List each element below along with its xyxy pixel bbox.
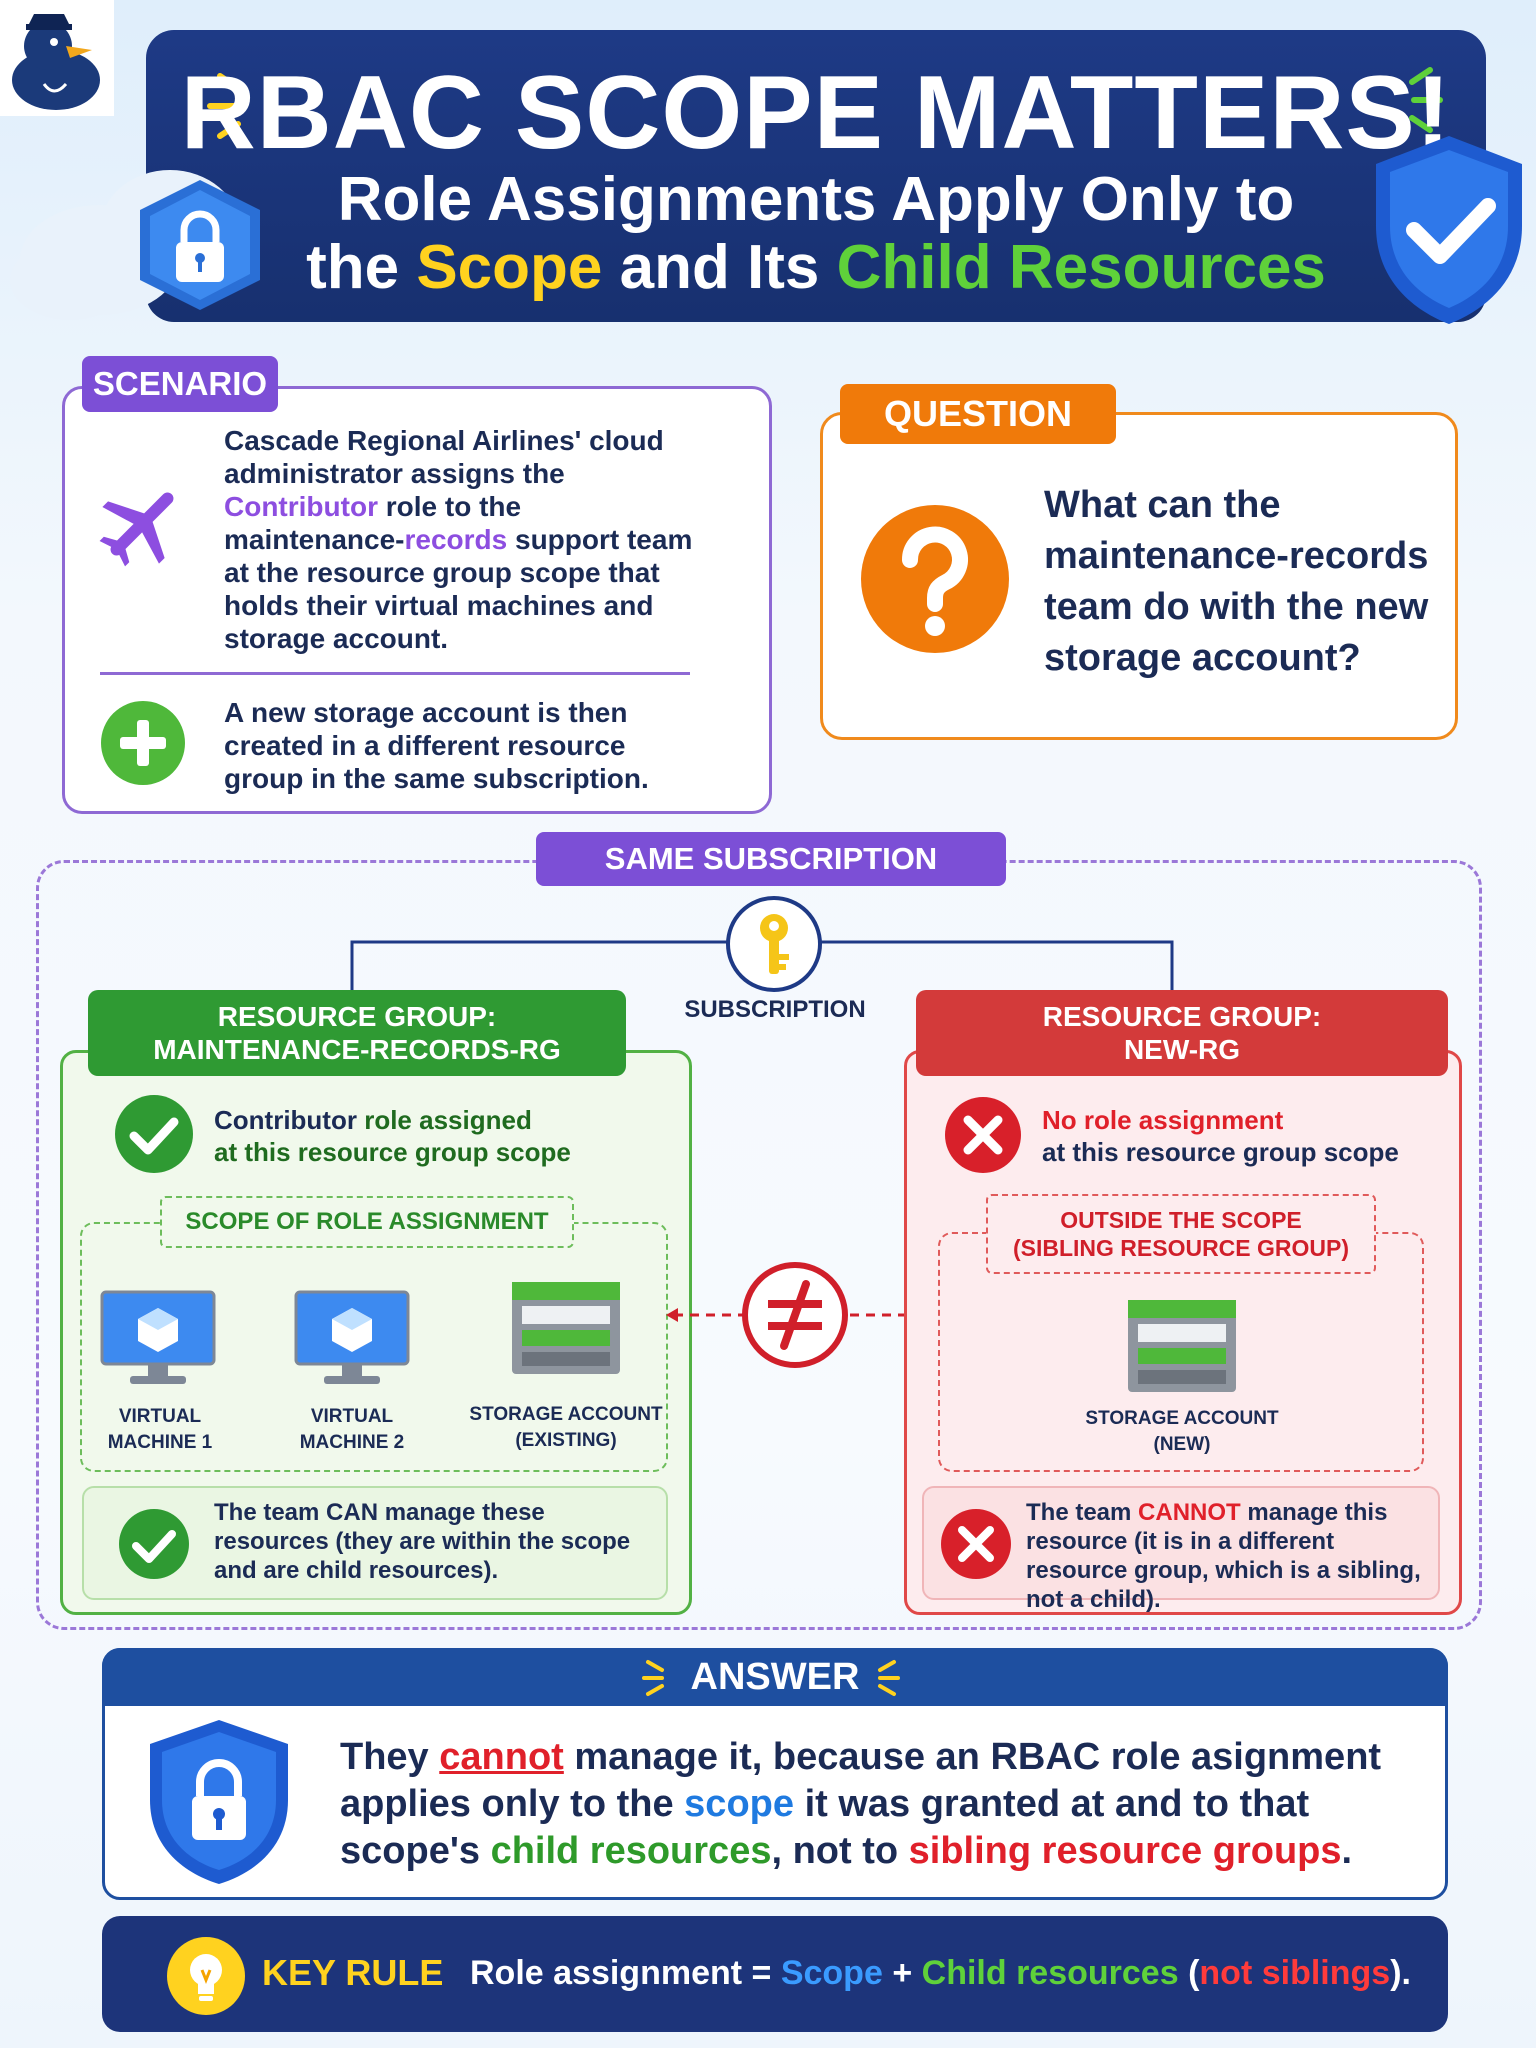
sparkle-left-icon bbox=[640, 1656, 676, 1700]
answer-cannot: cannot bbox=[439, 1736, 564, 1778]
outside-scope-line2: (SIBLING RESOURCE GROUP) bbox=[1012, 1235, 1350, 1261]
subscription-label: SUBSCRIPTION bbox=[684, 996, 866, 1023]
question-tag: QUESTION bbox=[840, 384, 1116, 444]
answer-part3: it was granted at and to that scope's bbox=[340, 1783, 1310, 1872]
duck-logo-icon bbox=[0, 0, 114, 116]
question-text: What can the maintenance-records team do… bbox=[1044, 484, 1429, 679]
rg-left-tag-line1: RESOURCE GROUP: bbox=[217, 1001, 497, 1032]
vm-monitor-icon bbox=[294, 1290, 410, 1390]
key-rule-scope: Scope bbox=[780, 1954, 883, 1992]
answer-part4: , not to bbox=[771, 1830, 899, 1872]
answer-part1: They bbox=[340, 1736, 429, 1778]
right-none-line2: at this resource group scope bbox=[1042, 1137, 1399, 1167]
resource-group-left-tag: RESOURCE GROUP: MAINTENANCE-RECORDS-RG bbox=[88, 990, 626, 1076]
cloud-lock-icon bbox=[10, 150, 280, 330]
scenario-role-name: Contributor bbox=[224, 491, 378, 522]
shield-check-icon bbox=[1366, 130, 1532, 330]
vm1-label: VIRTUAL MACHINE 1 bbox=[107, 1406, 213, 1453]
storage-new-line1: STORAGE ACCOUNT bbox=[1085, 1408, 1279, 1429]
outside-scope-tag: OUTSIDE THE SCOPE (SIBLING RESOURCE GROU… bbox=[986, 1194, 1376, 1274]
storage-existing-label: STORAGE ACCOUNT (EXISTING) bbox=[464, 1402, 668, 1454]
key-rule-open: ( bbox=[1188, 1954, 1200, 1992]
right-cannot-part2: manage this resource (it is in a differe… bbox=[1026, 1499, 1421, 1613]
rg-right-tag-line2: NEW-RG bbox=[1123, 1034, 1241, 1065]
right-cannot-part1: The team bbox=[1026, 1499, 1132, 1526]
key-rule-close: ). bbox=[1390, 1954, 1411, 1992]
rg-right-tag-line1: RESOURCE GROUP: bbox=[1042, 1001, 1322, 1032]
scenario-records-word: records bbox=[404, 524, 508, 555]
airplane-icon bbox=[96, 478, 188, 570]
answer-sibling: sibling resource groups bbox=[908, 1830, 1342, 1872]
storage-existing-line1: STORAGE ACCOUNT bbox=[469, 1404, 663, 1425]
header-banner bbox=[146, 30, 1486, 322]
key-rule-not-siblings: not siblings bbox=[1199, 1954, 1391, 1992]
shield-lock-icon bbox=[144, 1716, 294, 1888]
x-circle-icon bbox=[944, 1096, 1022, 1174]
outside-scope-line1: OUTSIDE THE SCOPE bbox=[1060, 1207, 1302, 1233]
lightbulb-icon bbox=[166, 1936, 246, 2016]
left-assigned-text: Contributor role assigned at this resour… bbox=[214, 1104, 634, 1168]
answer-part2: manage it, because an RBAC role asignmen… bbox=[340, 1736, 1382, 1825]
storage-account-icon bbox=[1126, 1298, 1238, 1394]
answer-scope: scope bbox=[684, 1783, 794, 1825]
sparkle-right-icon bbox=[1380, 60, 1450, 140]
key-rule-child: Child resources bbox=[921, 1954, 1179, 1992]
vm2-label: VIRTUAL MACHINE 2 bbox=[299, 1406, 405, 1453]
storage-existing-line2: (EXISTING) bbox=[515, 1430, 617, 1451]
page-subtitle-line1: Role Assignments Apply Only to bbox=[337, 165, 1295, 234]
key-rule-title: KEY RULE bbox=[262, 1952, 444, 1993]
scenario-text: Cascade Regional Airlines' cloud adminis… bbox=[224, 424, 704, 655]
check-circle-icon bbox=[114, 1094, 194, 1174]
subtitle-child: Child Resources bbox=[836, 233, 1326, 302]
storage-new-line2: (NEW) bbox=[1153, 1434, 1211, 1455]
subscription-tag: SAME SUBSCRIPTION bbox=[536, 832, 1006, 886]
scenario-divider bbox=[100, 672, 690, 675]
subtitle-the: the bbox=[306, 233, 400, 302]
left-role-name: Contributor bbox=[214, 1105, 357, 1135]
connector-lines bbox=[350, 940, 1174, 992]
rg-left-tag-line2: MAINTENANCE-RECORDS-RG bbox=[153, 1034, 561, 1065]
scenario-text-part1: Cascade Regional Airlines' cloud adminis… bbox=[224, 425, 664, 489]
answer-child: child resources bbox=[490, 1830, 772, 1872]
answer-part5: . bbox=[1341, 1830, 1353, 1872]
key-rule-panel bbox=[102, 1916, 1448, 2032]
answer-header-bar bbox=[102, 1648, 1448, 1706]
page-title: RBAC SCOPE MATTERS! bbox=[180, 55, 1452, 171]
left-assigned-line2: at this resource group scope bbox=[214, 1137, 571, 1167]
scenario-text-part3: support team at the resource group scope… bbox=[224, 524, 693, 654]
page-subtitle-line2: the Scope and Its Child Resources bbox=[146, 232, 1486, 303]
check-circle-icon bbox=[118, 1508, 190, 1580]
sparkle-left-icon bbox=[200, 66, 270, 146]
right-none-line1: No role assignment bbox=[1042, 1105, 1284, 1135]
right-cannot-word: CANNOT bbox=[1138, 1499, 1241, 1526]
x-circle-icon bbox=[940, 1508, 1012, 1580]
storage-account-icon bbox=[510, 1280, 622, 1376]
question-icon bbox=[860, 504, 1010, 654]
resource-group-right-tag: RESOURCE GROUP: NEW-RG bbox=[916, 990, 1448, 1076]
key-icon bbox=[724, 894, 824, 994]
answer-text: They cannot manage it, because an RBAC r… bbox=[340, 1734, 1430, 1875]
left-assigned-rest: role assigned bbox=[364, 1105, 532, 1135]
not-equal-icon bbox=[740, 1260, 850, 1370]
key-rule-plus: + bbox=[892, 1954, 913, 1992]
key-rule-part1: Role assignment = bbox=[470, 1954, 772, 1992]
scope-of-assignment-tag: SCOPE OF ROLE ASSIGNMENT bbox=[160, 1196, 574, 1248]
answer-title: ANSWER bbox=[690, 1656, 860, 1698]
storage-new-label: STORAGE ACCOUNT (NEW) bbox=[1080, 1406, 1284, 1458]
sparkle-right-icon bbox=[866, 1656, 902, 1700]
right-no-assignment-text: No role assignment at this resource grou… bbox=[1042, 1104, 1442, 1168]
subtitle-scope: Scope bbox=[416, 233, 603, 302]
plus-circle-icon bbox=[100, 700, 186, 786]
scenario-tag: SCENARIO bbox=[82, 356, 278, 412]
vm-monitor-icon bbox=[100, 1290, 216, 1390]
subtitle-and-its: and Its bbox=[619, 233, 820, 302]
left-can-panel bbox=[82, 1486, 668, 1600]
left-can-text: The team CAN manage these resources (the… bbox=[214, 1499, 631, 1584]
key-rule-text: Role assignment = Scope + Child resource… bbox=[470, 1954, 1430, 1993]
right-cannot-text: The team CANNOT manage this resource (it… bbox=[1026, 1498, 1436, 1614]
scenario-text-part2: role to the maintenance- bbox=[224, 491, 522, 555]
new-storage-text: A new storage account is then created in… bbox=[224, 697, 649, 794]
